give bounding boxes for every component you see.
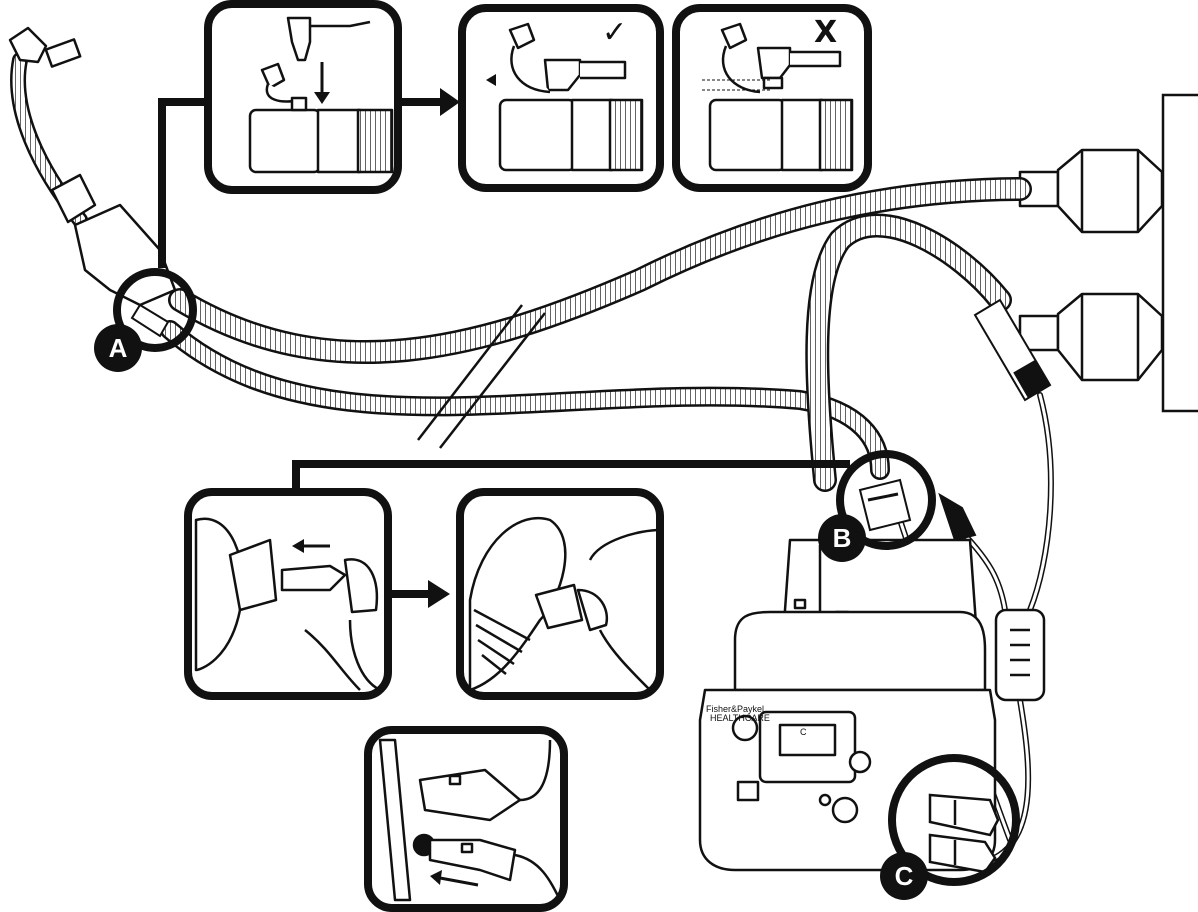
callout-b: B	[818, 514, 866, 562]
detail-panel-probe-connected	[460, 492, 660, 696]
ventilator-outline	[1163, 95, 1198, 411]
detail-panel-heater-port	[368, 730, 564, 908]
cable-junction-box	[996, 610, 1044, 700]
detail-panel-insert-probe	[208, 4, 398, 190]
detail-panel-incorrect: X	[676, 8, 868, 188]
callout-c: C	[880, 852, 928, 900]
callout-c-label: C	[895, 861, 914, 891]
incorrect-mark: X	[814, 15, 837, 50]
arrow-to-connected-panel	[388, 580, 450, 608]
callout-a-label: A	[109, 333, 128, 363]
leader-line-a	[162, 102, 208, 268]
detail-panel-correct: ✓	[462, 8, 660, 188]
patient-elbow	[10, 28, 175, 305]
callout-a: A	[94, 324, 142, 372]
upper-filter	[1020, 150, 1162, 232]
device-display-label: C	[800, 727, 807, 737]
device-brand-line2: HEALTHCARE	[710, 713, 770, 723]
arrow-to-correct-panel	[398, 88, 460, 116]
leader-line-b	[296, 464, 850, 490]
lower-filter	[1020, 294, 1162, 380]
correct-mark: ✓	[602, 15, 627, 50]
detail-panel-connect-probe	[188, 492, 388, 696]
callout-b-label: B	[833, 523, 852, 553]
